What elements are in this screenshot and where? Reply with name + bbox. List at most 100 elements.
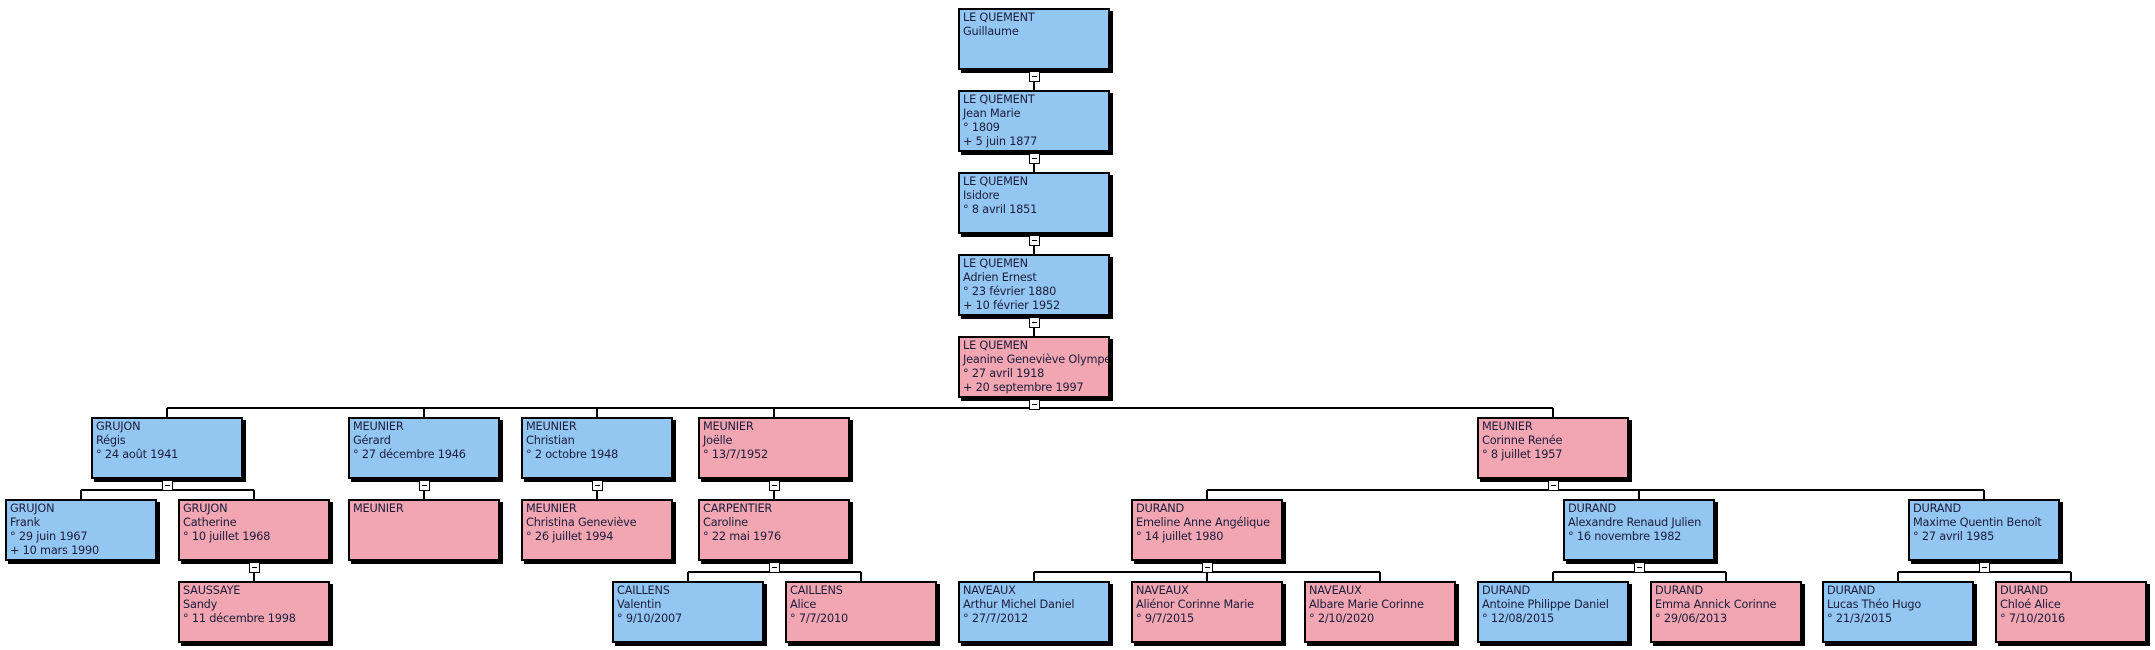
person-given: Joëlle (703, 434, 733, 447)
person-surname: LE QUEMEN (963, 339, 1028, 352)
collapse-toggle-gerard-minus-collapse-icon[interactable] (419, 480, 430, 491)
person-birth: ° 27 avril 1985 (1913, 530, 1995, 543)
person-surname: DURAND (1482, 584, 1531, 597)
person-given: Alice (790, 598, 817, 611)
person-surname: MEUNIER (703, 420, 754, 433)
person-given: Adrien Ernest (963, 271, 1037, 284)
collapse-toggle-joelle-minus-collapse-icon[interactable] (769, 480, 780, 491)
collapse-toggle-maxime-minus-collapse-icon[interactable] (1979, 562, 1990, 573)
person-death: + 10 mars 1990 (10, 544, 100, 557)
person-surname: DURAND (1827, 584, 1876, 597)
collapse-toggle-alexandre-minus-collapse-icon[interactable] (1634, 562, 1645, 573)
person-surname: DURAND (1913, 502, 1962, 515)
collapse-toggle-jeanine-minus-collapse-icon[interactable] (1029, 399, 1040, 410)
person-surname: MEUNIER (526, 420, 577, 433)
collapse-toggle-christian-minus-collapse-icon[interactable] (592, 480, 603, 491)
person-surname: SAUSSAYE (183, 584, 241, 597)
person-given: Gérard (353, 434, 391, 447)
person-surname: MEUNIER (1482, 420, 1533, 433)
person-birth: ° 11 décembre 1998 (183, 612, 296, 625)
person-birth: ° 14 juillet 1980 (1136, 530, 1224, 543)
person-given: Emeline Anne Angélique (1136, 516, 1270, 529)
person-birth: ° 2/10/2020 (1309, 612, 1374, 625)
person-birth: ° 27 décembre 1946 (353, 448, 466, 461)
collapse-toggle-regis-minus-collapse-icon[interactable] (162, 480, 173, 491)
person-given: Jean Marie (963, 107, 1021, 120)
person-given: Alexandre Renaud Julien (1568, 516, 1702, 529)
person-birth: ° 8 avril 1851 (963, 203, 1038, 216)
person-death: + 10 février 1952 (963, 299, 1060, 312)
person-birth: ° 26 juillet 1994 (526, 530, 614, 543)
collapse-toggle-isidore-minus-collapse-icon[interactable] (1029, 235, 1040, 246)
person-card-meunierf[interactable]: MEUNIER (348, 499, 500, 561)
person-surname: DURAND (1655, 584, 1704, 597)
person-given: Lucas Théo Hugo (1827, 598, 1922, 611)
collapse-toggle-catherine-minus-collapse-icon[interactable] (249, 562, 260, 573)
collapse-toggle-guillaume-minus-collapse-icon[interactable] (1029, 71, 1040, 82)
person-surname: GRUJON (96, 420, 141, 433)
person-surname: MEUNIER (353, 502, 404, 515)
person-given: Albare Marie Corinne (1309, 598, 1424, 611)
collapse-toggle-corinne-minus-collapse-icon[interactable] (1548, 480, 1559, 491)
person-given: Frank (10, 516, 40, 529)
person-surname: NAVEAUX (1309, 584, 1362, 597)
person-death: + 5 juin 1877 (963, 135, 1038, 148)
collapse-toggle-emeline-minus-collapse-icon[interactable] (1202, 562, 1213, 573)
collapse-toggle-adrien-minus-collapse-icon[interactable] (1029, 317, 1040, 328)
person-given: Corinne Renée (1482, 434, 1563, 447)
person-surname: NAVEAUX (963, 584, 1016, 597)
person-given: Jeanine Geneviève Olympe (963, 353, 1110, 366)
person-surname: LE QUEMEN (963, 175, 1028, 188)
person-surname: NAVEAUX (1136, 584, 1189, 597)
person-birth: ° 27 avril 1918 (963, 367, 1045, 380)
person-given: Régis (96, 434, 126, 447)
collapse-toggle-caroline-minus-collapse-icon[interactable] (769, 562, 780, 573)
person-birth: ° 12/08/2015 (1482, 612, 1554, 625)
person-birth: ° 9/10/2007 (617, 612, 682, 625)
person-birth: ° 7/7/2010 (790, 612, 848, 625)
person-given: Sandy (183, 598, 218, 611)
collapse-toggle-jeanmarie-minus-collapse-icon[interactable] (1029, 153, 1040, 164)
